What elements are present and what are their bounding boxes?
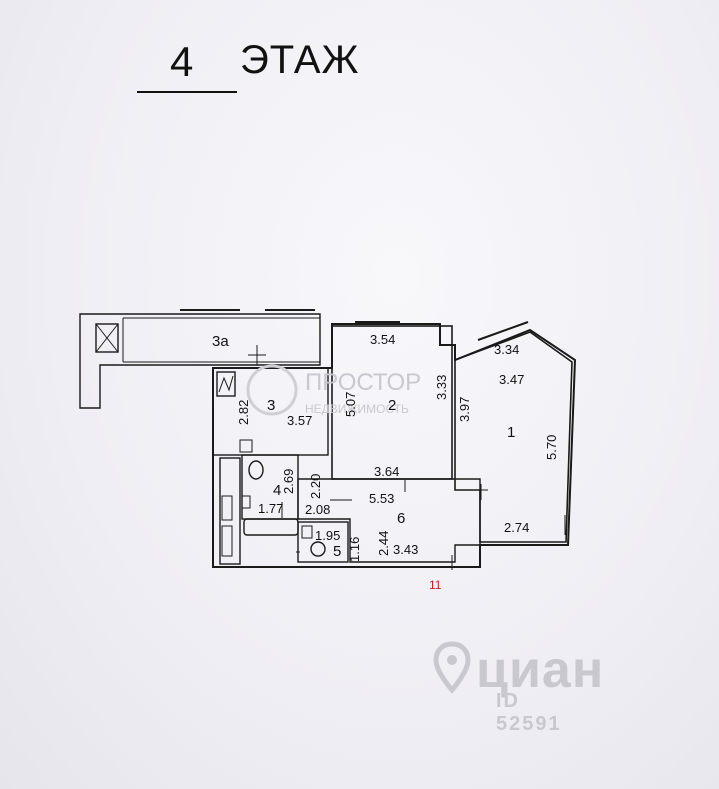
dim-5-70: 5.70 — [544, 435, 559, 460]
watermark-brand: ПРОСТОР — [305, 369, 421, 396]
dim-3-64: 3.64 — [374, 464, 399, 479]
room-5-outline — [297, 521, 349, 563]
room-label-3: 3 — [267, 397, 275, 414]
dim-5-53: 5.53 — [369, 491, 394, 506]
dim-2-20: 2.20 — [308, 474, 323, 499]
dim-1-95: 1.95 — [315, 528, 340, 543]
room-label-1: 1 — [507, 424, 515, 441]
kitchen-stove — [216, 371, 236, 397]
dim-1-16: 1.16 — [347, 537, 362, 562]
watermark-tagline: НЕДВИЖИМОСТЬ — [305, 402, 409, 416]
floor-label: ЭТАЖ — [240, 38, 360, 82]
floor-number: 4 — [170, 38, 195, 85]
dim-2-82: 2.82 — [236, 400, 251, 425]
room-label-6: 6 — [397, 510, 405, 527]
balcony-cabinet — [95, 323, 119, 353]
cian-listing-id: ID 52591 — [496, 690, 562, 735]
room-label-4: 4 — [273, 482, 281, 499]
floor-number-underline — [137, 91, 237, 93]
plan-marker: 11 — [429, 578, 442, 592]
dim-1-77: 1.77 — [258, 501, 283, 516]
bathtub — [243, 518, 299, 536]
room-label-3a: 3a — [212, 333, 229, 350]
dim-3-43: 3.43 — [393, 542, 418, 557]
dim-3-57: 3.57 — [287, 413, 312, 428]
dim-2-74: 2.74 — [504, 520, 529, 535]
toilet-block — [219, 457, 241, 565]
balcony-outline — [79, 313, 321, 409]
cian-watermark: циан ID 52591 — [430, 640, 603, 735]
dim-2-69: 2.69 — [281, 469, 296, 494]
room-6-outline — [297, 478, 481, 563]
outer-wall — [212, 323, 577, 568]
dim-3-33: 3.33 — [434, 375, 449, 400]
dim-2-08: 2.08 — [305, 502, 330, 517]
dim-5-07: 5.07 — [343, 392, 358, 417]
room-label-2: 2 — [388, 397, 396, 414]
dim-3-47: 3.47 — [499, 372, 524, 387]
dim-3-54: 3.54 — [370, 332, 395, 347]
center-watermark: ПРОСТОР НЕДВИЖИМОСТЬ — [246, 364, 421, 416]
room-1-outline — [454, 331, 573, 543]
cian-brand: циан — [476, 641, 605, 699]
dim-2-44: 2.44 — [376, 531, 391, 556]
room-label-5: 5 — [333, 543, 341, 560]
location-pin-icon — [433, 641, 471, 694]
dim-3-97: 3.97 — [457, 397, 472, 422]
dim-3-34: 3.34 — [494, 342, 519, 357]
